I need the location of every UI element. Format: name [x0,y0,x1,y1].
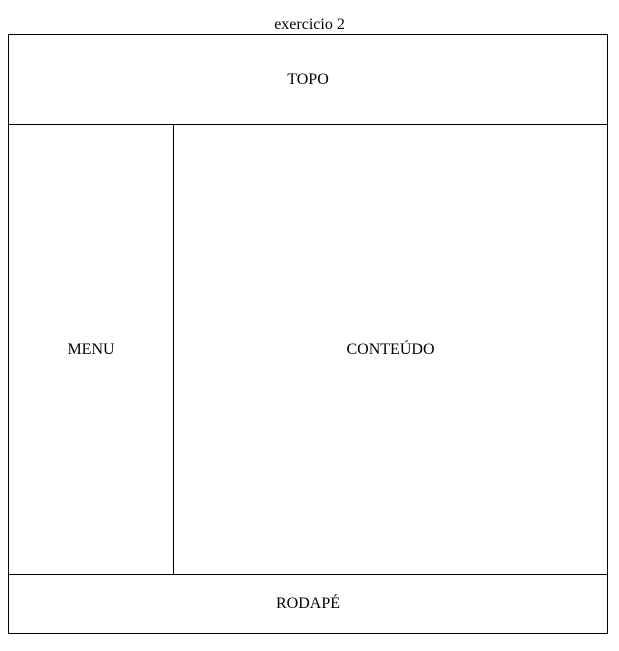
footer-label: RODAPÉ [275,595,340,612]
content-label: CONTEÚDO [346,340,435,358]
menu-region: MENU [9,125,174,574]
menu-label: MENU [67,340,115,358]
header-label: TOPO [287,70,329,88]
footer-region: RODAPÉ [9,574,607,633]
page-layout: TOPO MENU CONTEÚDO RODAPÉ [8,34,608,634]
page-title: exercicio 2 [274,16,345,33]
header-region: TOPO [9,35,607,125]
content-region: CONTEÚDO [174,125,607,574]
